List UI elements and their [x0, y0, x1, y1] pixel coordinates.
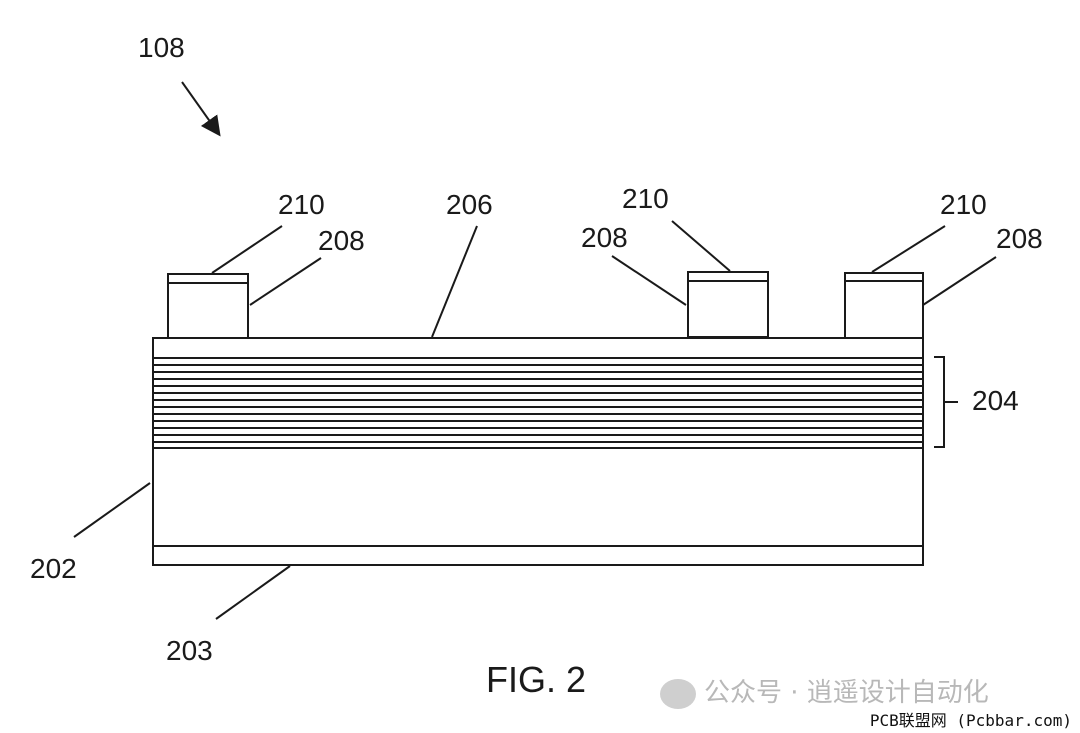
stack-204	[153, 357, 923, 449]
label-206: 206	[446, 189, 493, 220]
pillar-cap-210	[687, 271, 769, 282]
figure-caption: FIG. 2	[486, 659, 586, 700]
leader-208-middle	[611, 255, 687, 306]
label-108: 108	[138, 32, 185, 63]
substrate-202	[152, 337, 924, 566]
leader-208-left	[249, 257, 322, 306]
bracket-204	[934, 356, 958, 448]
watermark-text: 公众号 · 逍遥设计自动化	[704, 678, 989, 708]
wechat-icon	[660, 678, 696, 709]
pillar-cap-210	[167, 273, 249, 284]
label-208-right: 208	[996, 223, 1043, 254]
leader-202	[73, 482, 151, 538]
leader-203	[215, 565, 291, 620]
leader-206	[431, 225, 478, 338]
label-210-middle: 210	[622, 183, 669, 214]
label-210-left: 210	[278, 189, 325, 220]
leader-210-right	[871, 225, 946, 273]
label-203: 203	[166, 635, 213, 666]
pillar-body-208	[167, 282, 249, 339]
pillar-body-208	[844, 280, 924, 339]
label-208-left: 208	[318, 225, 365, 256]
pillar-cap-210	[844, 272, 924, 282]
leader-210-left	[211, 225, 283, 274]
label-202: 202	[30, 553, 77, 584]
leader-208-right	[922, 256, 997, 306]
backside-layer-203	[152, 545, 924, 566]
pillar-body-208	[687, 280, 769, 338]
pillar-left	[167, 273, 249, 339]
label-204: 204	[972, 385, 1019, 416]
leader-210-middle	[671, 220, 731, 272]
label-208-middle: 208	[581, 222, 628, 253]
label-210-right: 210	[940, 189, 987, 220]
watermark: 公众号 · 逍遥设计自动化	[660, 672, 989, 709]
watermark-url: PCB联盟网 (Pcbbar.com)	[865, 707, 1076, 731]
pillar-middle	[687, 271, 769, 338]
pillar-right	[844, 272, 924, 339]
arrow-108	[181, 81, 221, 137]
